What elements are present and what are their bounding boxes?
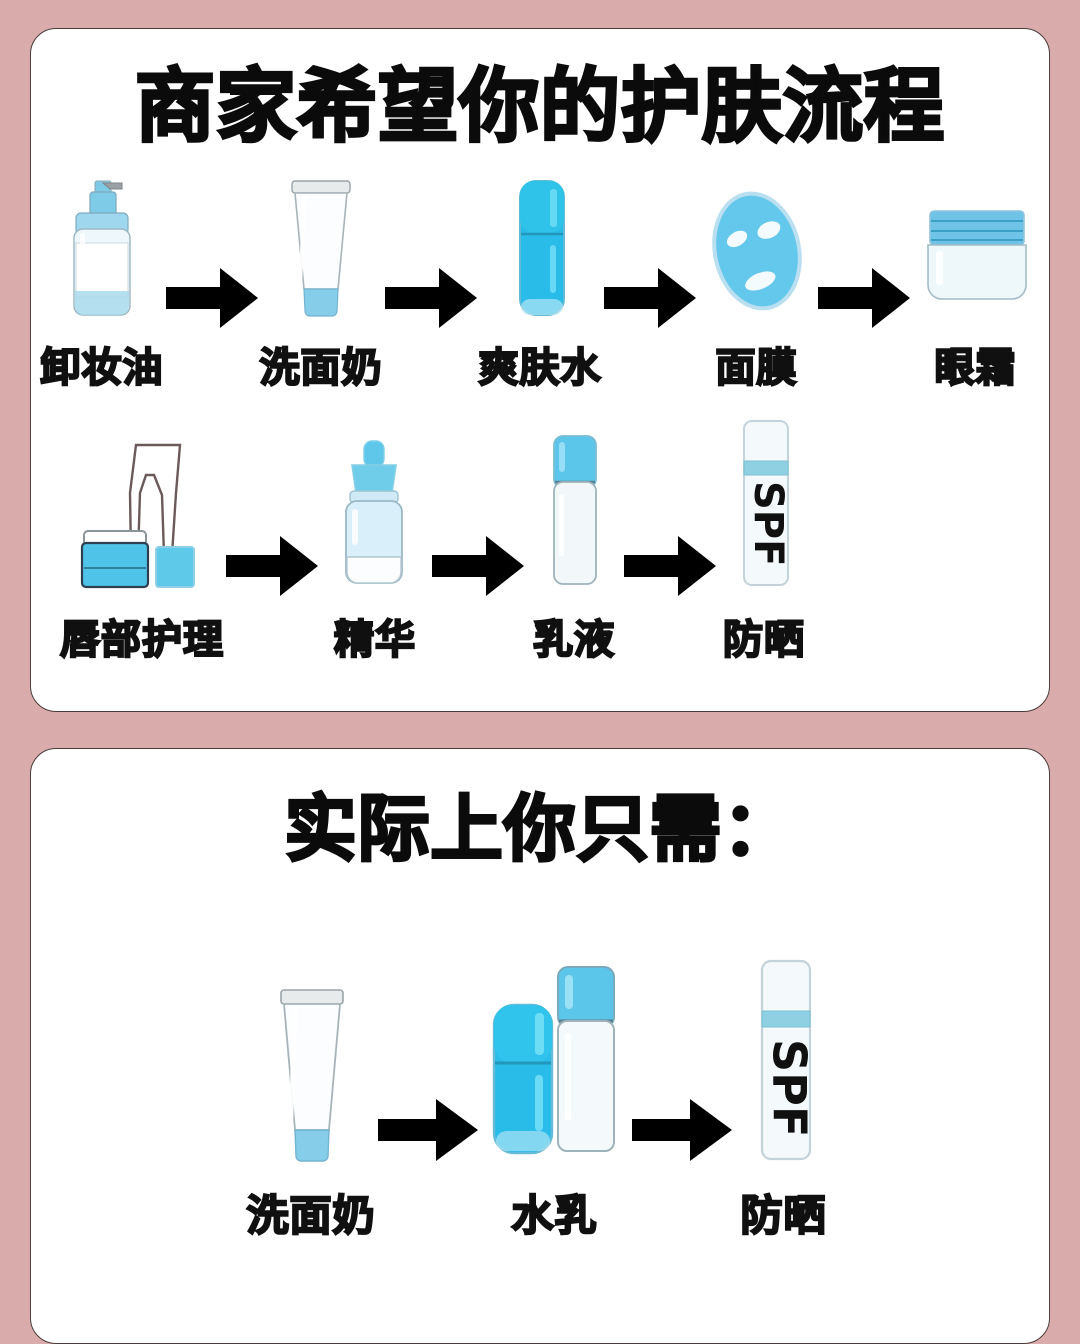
right-arrow-icon bbox=[224, 533, 320, 599]
spf-tube-icon: SPF bbox=[734, 955, 834, 1170]
step-label: 爽肤水 bbox=[477, 344, 602, 392]
step-sunscreen-2: SPF 防晒 bbox=[734, 955, 834, 1243]
step-label: 面膜 bbox=[714, 344, 798, 392]
tube-icon bbox=[251, 980, 371, 1170]
right-arrow-icon bbox=[816, 265, 912, 331]
flow-row-actual-1: 洗面奶 bbox=[51, 955, 1029, 1243]
section-title: 实际上你只需： bbox=[283, 787, 796, 871]
step-label: 卸妆油 bbox=[39, 344, 164, 392]
card-merchant-routine: 商家希望你的护肤流程 卸妆油 bbox=[30, 28, 1050, 712]
spf-text: SPF bbox=[745, 481, 791, 566]
spf-text: SPF bbox=[762, 1039, 816, 1137]
step-sheet-mask: 面膜 bbox=[698, 173, 816, 393]
step-label: 防晒 bbox=[739, 1190, 827, 1241]
card-actual-routine: 实际上你只需： 洗面奶 bbox=[30, 748, 1050, 1344]
sheet-mask-icon bbox=[698, 173, 816, 323]
step-label: 防晒 bbox=[722, 616, 805, 664]
step-label: 洗面奶 bbox=[258, 344, 383, 392]
pump-bottle-icon bbox=[46, 173, 158, 323]
step-lip-care: 唇部护理 bbox=[59, 435, 224, 665]
right-arrow-icon bbox=[630, 1095, 734, 1165]
jar-icon bbox=[912, 173, 1040, 323]
right-arrow-icon bbox=[164, 265, 260, 331]
right-arrow-icon bbox=[622, 533, 718, 599]
lip-care-icon bbox=[76, 435, 208, 595]
step-toner: 爽肤水 bbox=[477, 173, 602, 393]
step-sunscreen-1: SPF 防晒 bbox=[718, 415, 810, 665]
spf-tube-icon: SPF bbox=[718, 415, 810, 595]
step-label: 唇部护理 bbox=[59, 616, 224, 664]
tube-icon bbox=[266, 173, 376, 323]
step-serum: 精华 bbox=[320, 435, 430, 665]
page-title: 商家希望你的护肤流程 bbox=[134, 60, 946, 153]
dropper-bottle-icon bbox=[320, 435, 430, 595]
flow-row-merchant-1: 卸妆油 洗面奶 bbox=[39, 173, 1029, 393]
flow-row-merchant-2: 唇部护理 精华 bbox=[51, 415, 1029, 665]
toner-bottle-icon bbox=[492, 173, 588, 323]
step-label: 精华 bbox=[333, 616, 416, 664]
step-face-wash-1: 洗面奶 bbox=[258, 173, 383, 393]
step-lotion: 乳液 bbox=[526, 430, 622, 665]
step-cleansing-oil: 卸妆油 bbox=[39, 173, 164, 393]
step-eye-cream: 眼霜 bbox=[912, 173, 1040, 393]
step-label: 洗面奶 bbox=[245, 1190, 376, 1241]
right-arrow-icon bbox=[376, 1095, 480, 1165]
step-label: 乳液 bbox=[532, 616, 615, 664]
step-label: 眼霜 bbox=[933, 344, 1017, 392]
right-arrow-icon bbox=[430, 533, 526, 599]
toner-and-lotion-icon bbox=[480, 955, 630, 1170]
right-arrow-icon bbox=[602, 265, 698, 331]
right-arrow-icon bbox=[383, 265, 479, 331]
step-face-wash-2: 洗面奶 bbox=[245, 980, 376, 1243]
step-toner-and-lotion: 水乳 bbox=[480, 955, 630, 1243]
lotion-bottle-icon bbox=[526, 430, 622, 595]
step-label: 水乳 bbox=[510, 1190, 598, 1241]
